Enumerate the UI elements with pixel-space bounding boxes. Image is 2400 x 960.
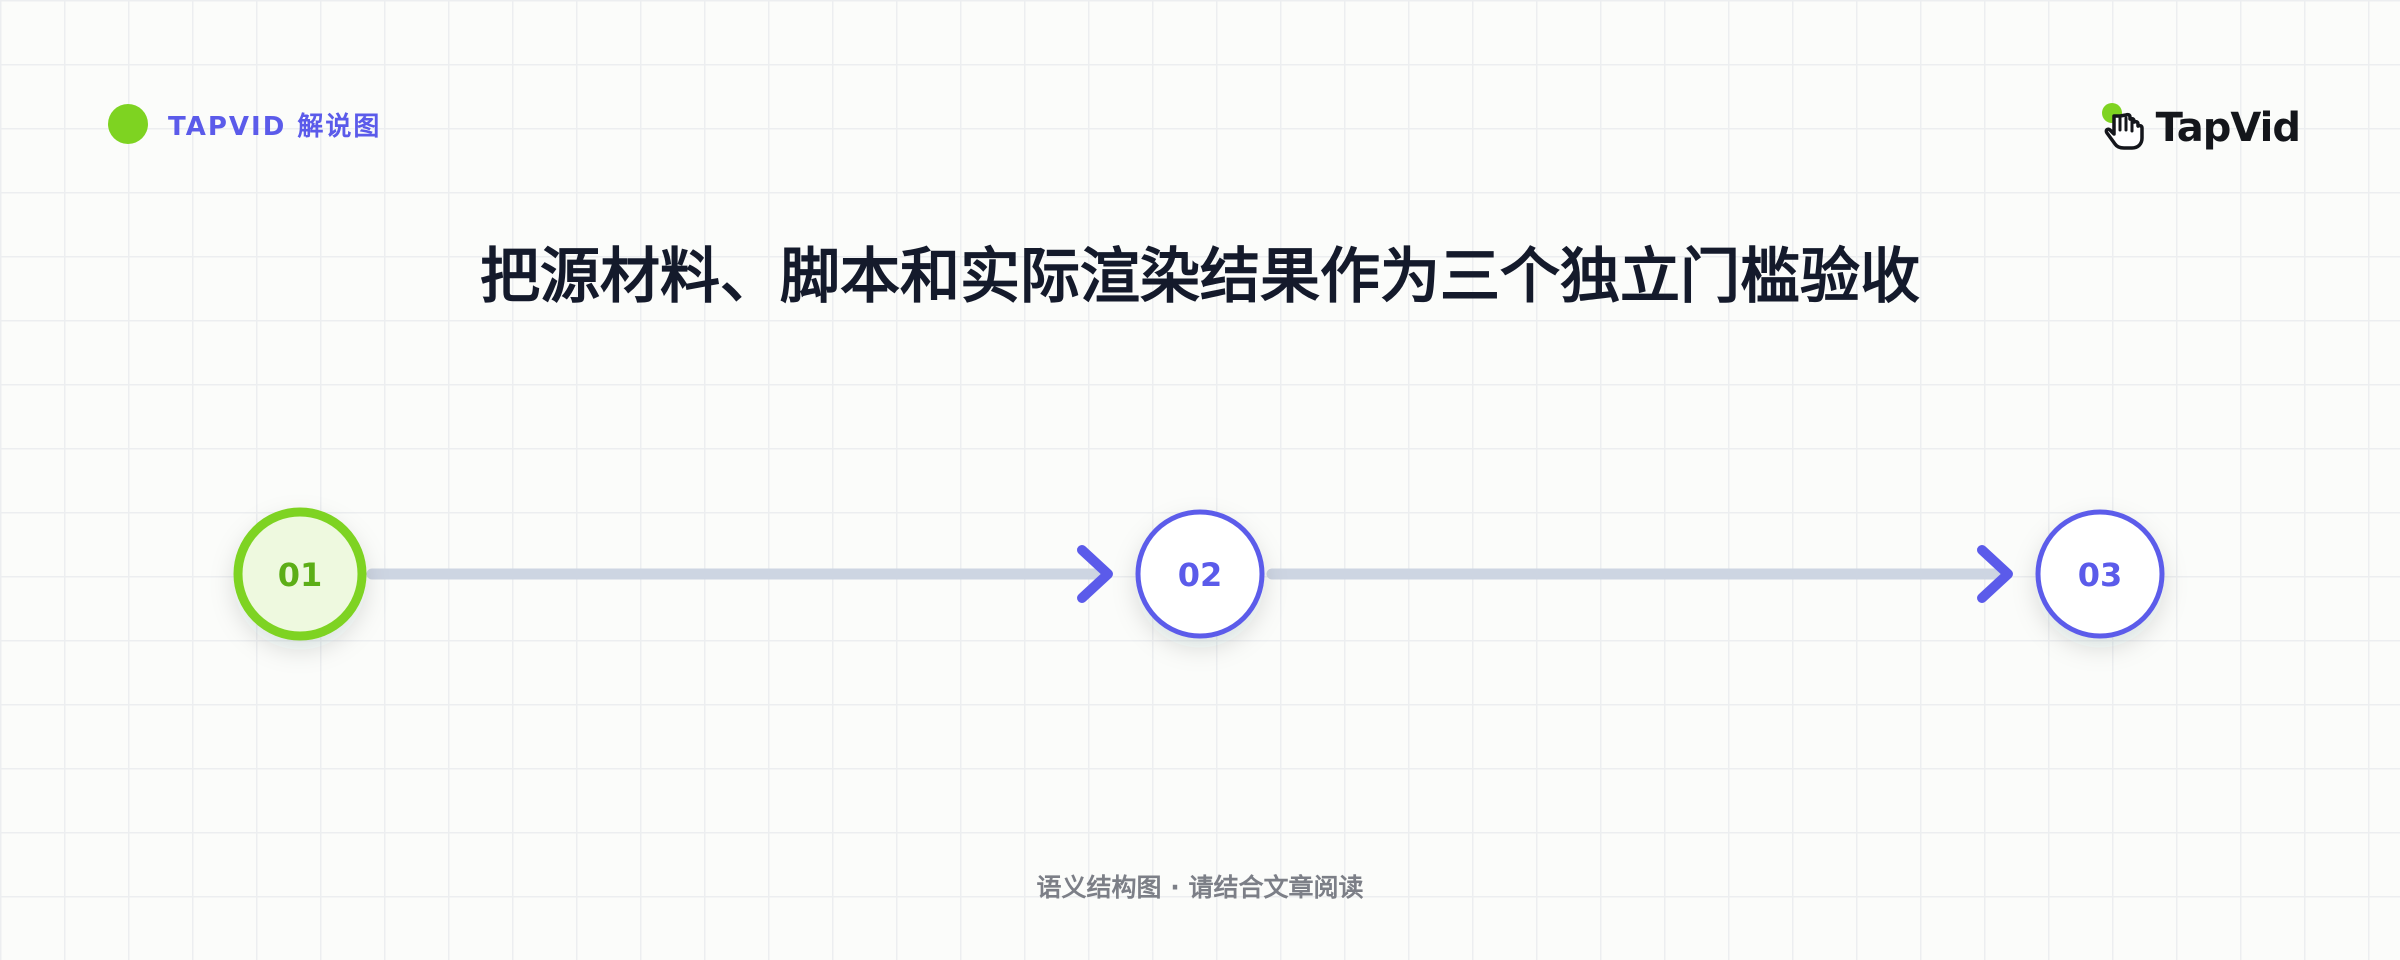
footer-note: 语义结构图 · 请结合文章阅读 [1036,873,1364,902]
logo-text: TapVid [2155,105,2301,151]
brand-dot [108,104,148,144]
step-label-1: 01 [278,556,323,594]
connector-arrow-2 [1977,545,2013,603]
page-title: 把源材料、脚本和实际渲染结果作为三个独立门槛验收 [480,242,1920,312]
step-node-3: 03 [2035,509,2165,639]
brand-tag-text: TAPVID 解说图 [168,111,382,142]
brand-tag: TAPVID 解说图 [108,104,381,144]
pointer-hand-icon [2101,103,2144,150]
step-label-2: 02 [1178,556,1223,594]
step-node-2: 02 [1135,509,1265,639]
step-label-3: 03 [2078,556,2123,594]
tapvid-logo: TapVid [2098,100,2301,156]
step-node-1: 01 [233,507,367,641]
connector-arrow-1 [1077,545,1113,603]
